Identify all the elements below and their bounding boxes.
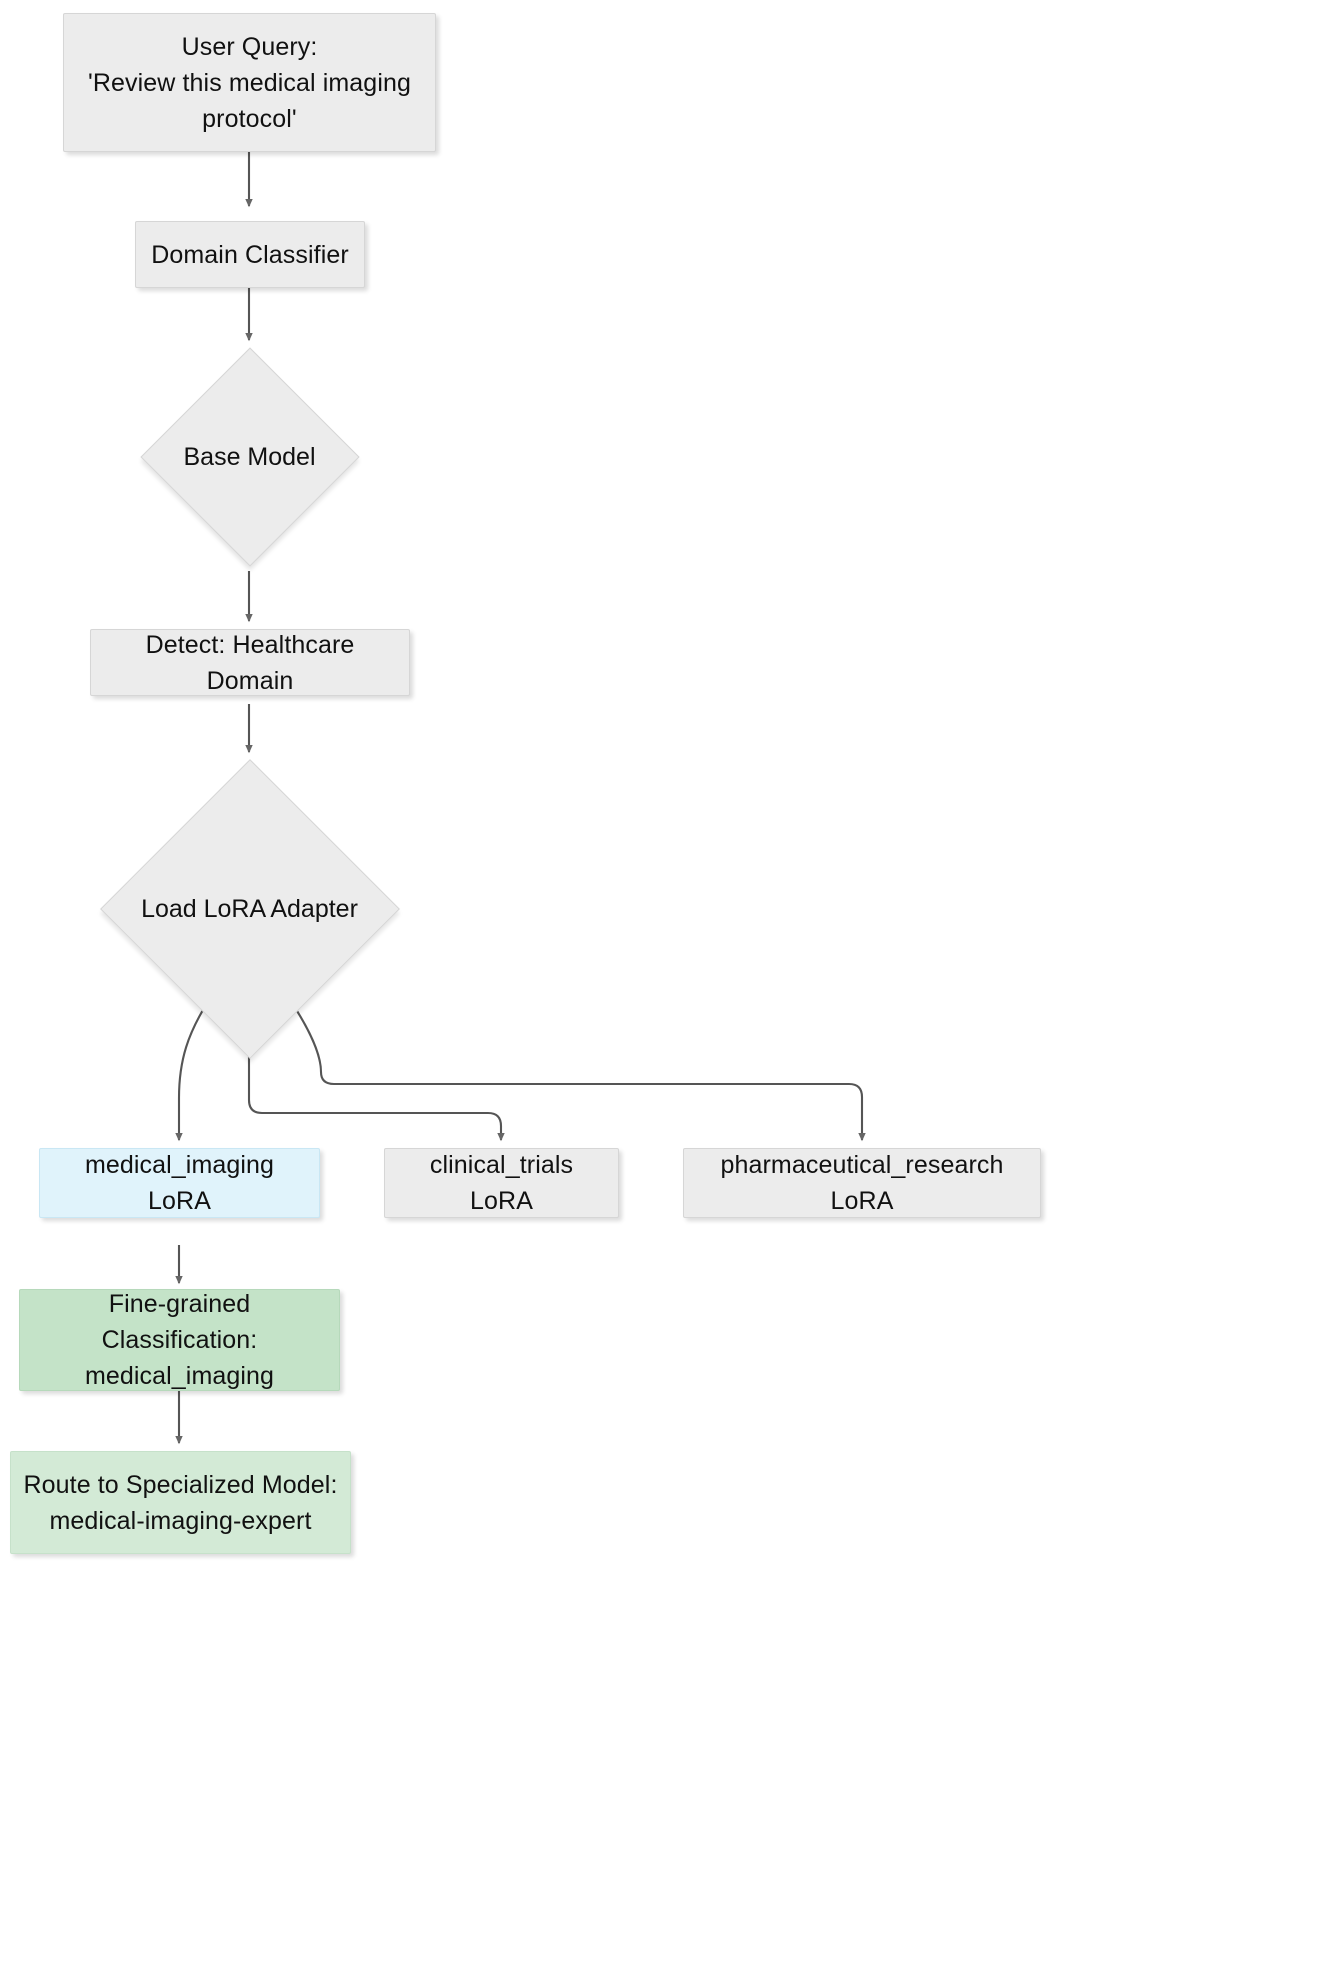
node-detect-healthcare-domain[interactable]: Detect: Healthcare Domain [90,629,410,696]
node-pharmaceutical-research-lora-label: pharmaceutical_research LoRA [720,1151,1004,1215]
node-route-specialized-model[interactable]: Route to Specialized Model: medical-imag… [10,1451,351,1554]
node-base-model-label: Base Model [183,442,316,471]
node-load-lora-adapter[interactable]: Load LoRA Adapter [99,758,400,1059]
node-fine-grained-classification-label: Fine-grained Classification: medical_ima… [84,1290,275,1390]
node-medical-imaging-lora-label: medical_imaging LoRA [84,1151,275,1215]
node-clinical-trials-lora-label: clinical_trials LoRA [429,1151,574,1215]
node-clinical-trials-lora[interactable]: clinical_trials LoRA [384,1148,619,1218]
node-domain-classifier[interactable]: Domain Classifier [135,221,365,288]
node-user-query-label: User Query: 'Review this medical imaging… [88,32,411,133]
node-medical-imaging-lora[interactable]: medical_imaging LoRA [39,1148,320,1218]
node-route-specialized-model-label: Route to Specialized Model: medical-imag… [23,1470,338,1535]
node-user-query[interactable]: User Query: 'Review this medical imaging… [63,13,436,152]
node-load-lora-adapter-label: Load LoRA Adapter [141,894,358,923]
node-base-model[interactable]: Base Model [139,346,360,567]
node-detect-healthcare-domain-label: Detect: Healthcare Domain [145,630,355,695]
node-fine-grained-classification[interactable]: Fine-grained Classification: medical_ima… [19,1289,340,1391]
node-domain-classifier-label: Domain Classifier [151,240,349,269]
node-pharmaceutical-research-lora[interactable]: pharmaceutical_research LoRA [683,1148,1041,1218]
